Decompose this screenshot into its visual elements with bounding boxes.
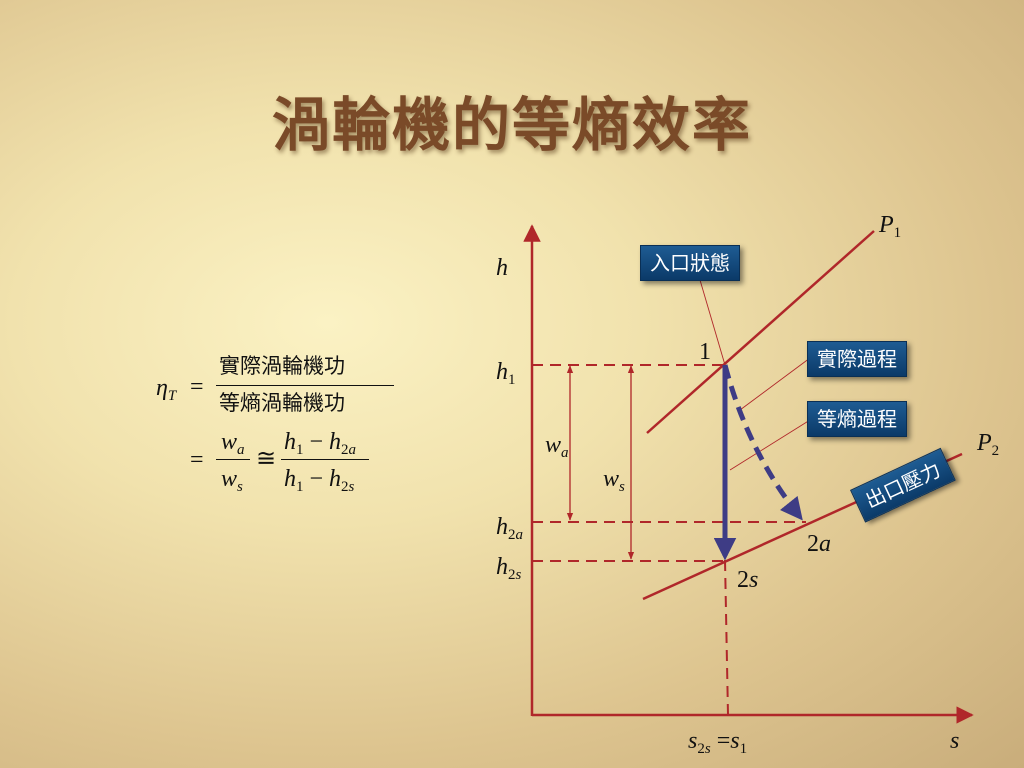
- actual-process-arrow: [722, 364, 803, 521]
- enthalpy-diff-numerator: h1 − h2a: [284, 429, 357, 458]
- p1-label: P1: [879, 212, 902, 241]
- enthalpy-diff-denominator: h1 − h2s: [284, 466, 355, 495]
- formula-denominator: 等熵渦輪機功: [219, 391, 345, 415]
- approx-sign: ≅: [256, 446, 277, 472]
- wa-label: wa: [545, 432, 569, 461]
- h2s-label: h2s: [496, 554, 522, 583]
- inlet-state-box: 入口狀態: [640, 245, 740, 281]
- slide-title: 渦輪機的等熵效率: [271, 91, 752, 159]
- formula-numerator: 實際渦輪機功: [219, 354, 345, 378]
- eta-symbol: ηT: [156, 375, 177, 404]
- isentropic-process-box: 等熵過程: [807, 401, 907, 437]
- p2-label: P2: [977, 430, 1000, 459]
- ws-denominator: ws: [221, 466, 243, 495]
- equals-sign-1: =: [190, 374, 204, 400]
- h2a-label: h2a: [496, 514, 523, 543]
- isentropic-leader: [729, 419, 811, 471]
- actual-leader: [739, 357, 811, 411]
- wa-numerator: wa: [221, 429, 245, 458]
- fraction-bar-3: [281, 459, 369, 460]
- fraction-bar-1: [216, 385, 394, 386]
- state-2s-label: 2s: [737, 567, 759, 593]
- isobar-p1: [646, 230, 875, 434]
- s-axis-tick-label: s2s =s1: [688, 728, 748, 757]
- x-axis-label: s: [950, 728, 960, 754]
- state-1-label: 1: [699, 339, 711, 365]
- h1-label: h1: [496, 359, 516, 388]
- y-axis-label: h: [496, 255, 508, 281]
- actual-process-box: 實際過程: [807, 341, 907, 377]
- state-2a-label: 2a: [807, 531, 831, 557]
- fraction-bar-2: [216, 459, 250, 460]
- ws-label: ws: [603, 466, 625, 495]
- equals-sign-2: =: [190, 447, 204, 473]
- inlet-leader: [699, 279, 726, 366]
- s-dashed-line: [724, 559, 729, 716]
